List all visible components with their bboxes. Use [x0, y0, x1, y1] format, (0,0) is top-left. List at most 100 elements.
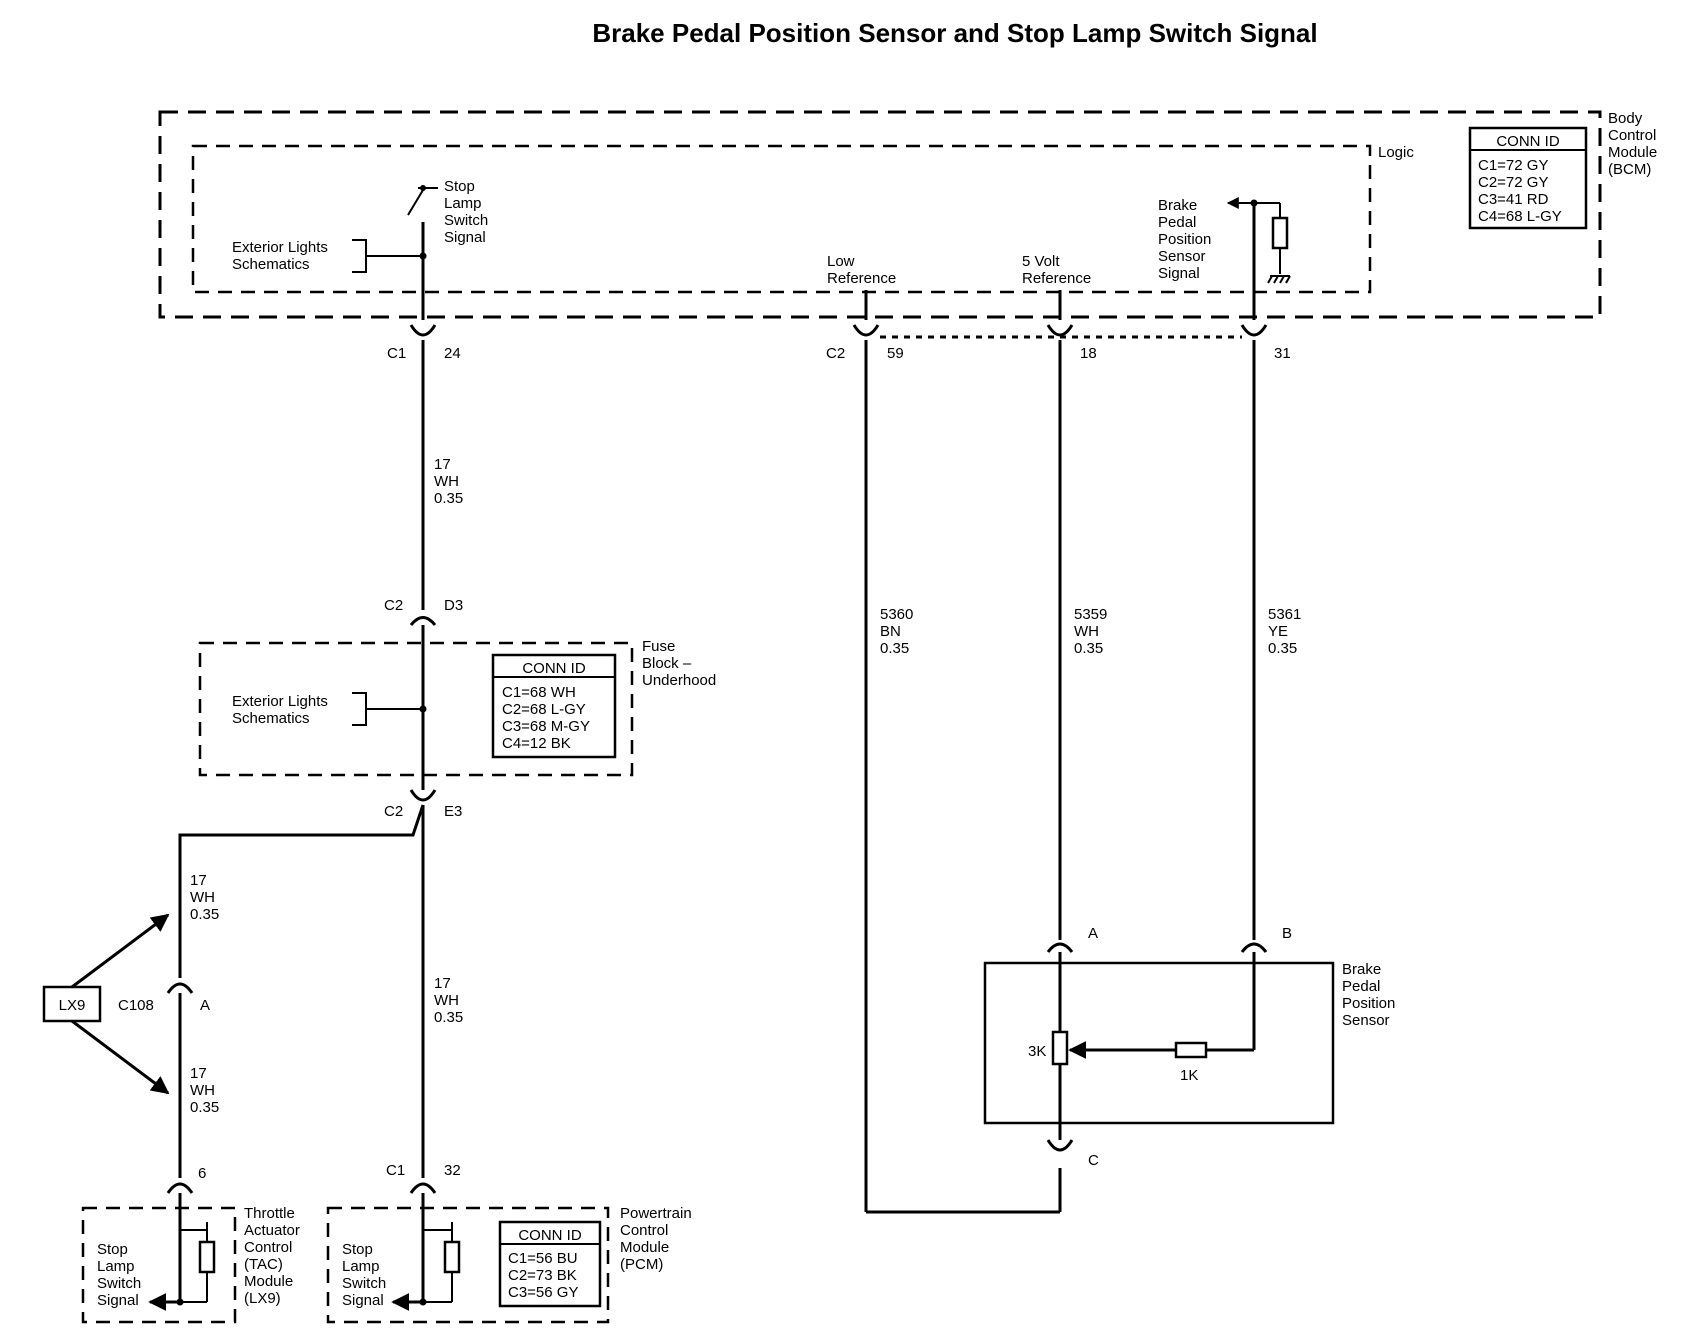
pin-label: A [1088, 925, 1098, 942]
wire-stop-lamp-to-pcm: 17 WH 0.35 [421, 805, 463, 1178]
sensor-label-1: Brake [1342, 961, 1381, 978]
pcm-label-4: (PCM) [620, 1256, 663, 1273]
connector-label: C108 [118, 997, 154, 1014]
pcm-conn-id-row: C1=56 BU [508, 1250, 578, 1267]
tac-label-4: (TAC) [244, 1256, 283, 1273]
fuse-block-label-3: Underhood [642, 672, 716, 689]
tac-signal-label-1: Stop [97, 1241, 128, 1258]
pin-label: 32 [444, 1162, 461, 1179]
connector-c1-32: C1 32 [386, 1162, 461, 1194]
fuse-conn-id-row: C1=68 WH [502, 684, 576, 701]
tac-label-2: Actuator [244, 1222, 300, 1239]
tac-signal-label-3: Switch [97, 1275, 141, 1292]
wire-label: 0.35 [434, 1009, 463, 1026]
sensor-label-4: Sensor [1342, 1012, 1390, 1029]
connector-pin-31: 31 [1240, 324, 1291, 362]
potentiometer-3k-icon [1051, 1030, 1069, 1066]
fuse-block-label-1: Fuse [642, 638, 675, 655]
pin-label: 59 [887, 345, 904, 362]
connector-label: C1 [386, 1162, 405, 1179]
wire-label: WH [1074, 623, 1099, 640]
tac-outline [81, 1206, 237, 1324]
connector-sensor-c: C [1046, 1139, 1099, 1169]
tac-label-5: Module [244, 1273, 293, 1290]
wire-label: WH [434, 473, 459, 490]
pin-label: B [1282, 925, 1292, 942]
wire-label: 0.35 [1268, 640, 1297, 657]
wire-label: BN [880, 623, 901, 640]
fuse-conn-id-row: C2=68 L-GY [502, 701, 586, 718]
page-title: Brake Pedal Position Sensor and Stop Lam… [592, 18, 1317, 48]
wire-5360: 5360 BN 0.35 [864, 340, 1062, 1214]
fuse-conn-id-row: C3=68 M-GY [502, 718, 590, 735]
connector-label: C2 [384, 597, 403, 614]
pcm-conn-id-table: CONN ID C1=56 BU C2=73 BK C3=56 GY [498, 1220, 602, 1308]
tac-signal-label-4: Signal [97, 1292, 139, 1309]
wire-label: 5359 [1074, 606, 1107, 623]
wire-label: 0.35 [190, 906, 219, 923]
pin-label: 18 [1080, 345, 1097, 362]
tac-pullup-resistor-icon [198, 1240, 216, 1274]
wire-5359: 5359 WH 0.35 [1058, 340, 1107, 940]
fuse-block-outline [198, 641, 634, 777]
pcm-outline [326, 1206, 610, 1324]
pcm-pullup-resistor-icon [443, 1240, 461, 1274]
connector-pin-18: 18 [1046, 324, 1097, 362]
bcm-stop-lamp-label-4: Signal [444, 229, 486, 246]
bcm-conn-id-table: CONN ID C1=72 GY C2=72 GY C3=41 RD C4=68… [1468, 126, 1588, 230]
pin-label: D3 [444, 597, 463, 614]
connector-label: C2 [384, 803, 403, 820]
wire-label: 17 [434, 456, 451, 473]
bcm-bpp-signal-label-1: Brake [1158, 197, 1197, 214]
bcm-label-2: Control [1608, 127, 1656, 144]
tac-label-1: Throttle [244, 1205, 295, 1222]
wire-label: WH [190, 1082, 215, 1099]
bcm-stop-lamp-label-3: Switch [444, 212, 488, 229]
bcm-conn-id-header: CONN ID [1496, 133, 1560, 150]
bcm-logic-label: Logic [1378, 144, 1414, 161]
wire-label: YE [1268, 623, 1288, 640]
wire-label: WH [434, 992, 459, 1009]
pcm-conn-id-header: CONN ID [518, 1227, 582, 1244]
option-lx9-callout: LX9 [42, 913, 170, 1095]
bcm-conn-id-row: C1=72 GY [1478, 157, 1548, 174]
bcm-ext-lights-label-1: Exterior Lights [232, 239, 328, 256]
pcm-label-1: Powertrain [620, 1205, 692, 1222]
wire-label: 5361 [1268, 606, 1301, 623]
wire-label: 17 [190, 1065, 207, 1082]
connector-label: C2 [826, 345, 845, 362]
bcm-5v-ref-label-2: Reference [1022, 270, 1091, 287]
bcm-bpp-signal-label-5: Signal [1158, 265, 1200, 282]
tac-label-3: Control [244, 1239, 292, 1256]
pin-label: 24 [444, 345, 461, 362]
connector-pin-6: 6 [166, 1165, 206, 1194]
bcm-bpp-signal-label-2: Pedal [1158, 214, 1196, 231]
wire-label: 0.35 [1074, 640, 1103, 657]
brake-pedal-position-sensor: 3K 1K Brake Pedal Position Sensor [983, 952, 1395, 1140]
connector-c2-e3: C2 E3 [384, 789, 462, 820]
fuse-conn-id-table: CONN ID C1=68 WH C2=68 L-GY C3=68 M-GY C… [491, 653, 617, 759]
bcm-logic-outline [191, 144, 1372, 294]
wire-label: WH [190, 889, 215, 906]
bcm-bpp-input-circuit [1226, 197, 1291, 320]
connector-sensor-b: B [1240, 925, 1292, 953]
wire-label: 5360 [880, 606, 913, 623]
fuse-conn-id-header: CONN ID [522, 660, 586, 677]
fuse-conn-id-row: C4=12 BK [502, 735, 571, 752]
wire-branch-tac: 17 WH 0.35 [178, 804, 425, 960]
option-lx9-label: LX9 [59, 997, 86, 1014]
pin-label: 31 [1274, 345, 1291, 362]
fuse-ext-lights-label-2: Schematics [232, 710, 310, 727]
fuse-block-underhood: Exterior Lights Schematics Fuse Block – … [198, 625, 716, 790]
bcm-5v-ref-label-1: 5 Volt [1022, 253, 1060, 270]
tac-module: Stop Lamp Switch Signal Throttle Actuato… [81, 1193, 300, 1324]
pcm-signal-label-4: Signal [342, 1292, 384, 1309]
pcm-conn-id-row: C3=56 GY [508, 1284, 578, 1301]
pin-label: E3 [444, 803, 462, 820]
wire-label: 0.35 [434, 490, 463, 507]
bcm-outline [158, 110, 1602, 319]
bcm-stop-lamp-label-1: Stop [444, 178, 475, 195]
bcm-label-1: Body [1608, 110, 1643, 127]
pcm-label-2: Control [620, 1222, 668, 1239]
